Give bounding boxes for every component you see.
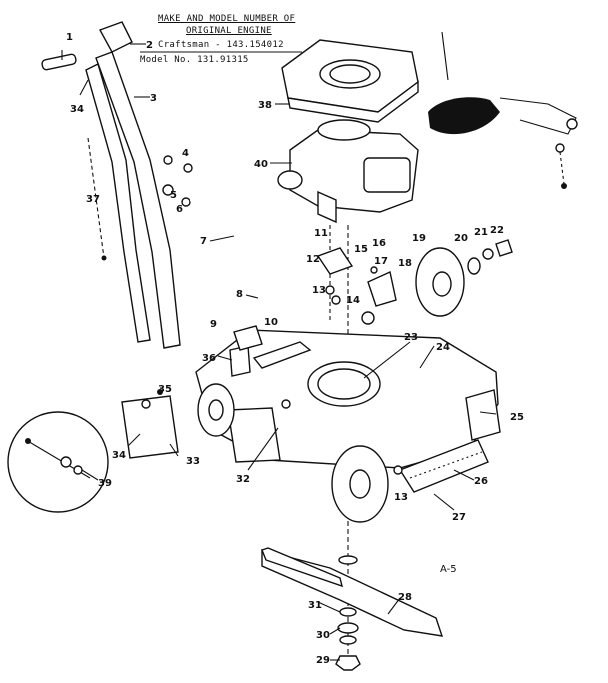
air-filter [277,170,303,190]
carburetor [317,190,337,224]
callout-24: 24 [436,342,450,353]
bolt-4b [183,163,193,173]
detail-inset-circle [7,411,109,513]
rod-37 [87,137,105,259]
callout-22: 22 [490,225,504,236]
fuel-tank [363,157,411,193]
nut-6 [181,197,191,207]
callout-30: 30 [316,630,330,641]
callout-27: 27 [452,512,466,523]
header-model-line: Model No. 131.91315 [140,55,249,65]
callout-21: 21 [474,227,488,238]
front-shield [121,395,179,459]
callout-8: 8 [236,289,243,300]
callout-38: 38 [258,100,272,111]
callout-40: 40 [254,159,268,170]
diagram-code: A-5 [440,564,457,575]
deflector-linkage [499,97,577,135]
hub-cap [467,257,481,275]
upper-handle [95,51,181,349]
callout-19: 19 [412,233,426,244]
mower-deck [195,325,501,523]
callout-15: 15 [354,244,368,255]
deck-bracket-10 [233,325,263,351]
grass-catcher-assembly [428,31,578,189]
wheel-bolt [482,248,494,260]
engine-shroud [281,39,419,123]
callout-9: 9 [210,319,217,330]
wheel-adjuster-plate [367,271,397,307]
callout-34-lower: 34 [112,450,126,461]
callout-10: 10 [264,317,278,328]
lower-handle-rail [85,62,151,343]
leader-lines [61,43,497,661]
callout-13-lower: 13 [394,492,408,503]
right-wheel-assembly [415,239,513,317]
header-title-line2: ORIGINAL ENGINE [186,26,272,36]
control-rod-outline [189,199,263,299]
callout-26: 26 [474,476,488,487]
handle-clip [98,21,133,53]
callout-16: 16 [372,238,386,249]
blade-bolt [335,655,361,671]
shroud-side [287,80,419,123]
knob-5 [162,184,174,196]
callout-35: 35 [158,384,172,395]
header-engine-line: Craftsman - 143.154012 [158,40,284,50]
callout-6: 6 [176,204,183,215]
discharge-chute [465,389,501,441]
callout-25: 25 [510,412,524,423]
callout-37: 37 [86,194,100,205]
callout-3: 3 [150,93,157,104]
adjuster-spring [361,311,375,325]
rear-deflector-guard [227,407,281,463]
callout-2: 2 [146,40,153,51]
callout-7: 7 [200,236,207,247]
callout-11: 11 [314,228,328,239]
callout-14: 14 [346,295,360,306]
handle-grip [41,53,77,71]
callout-20: 20 [454,233,468,244]
callout-5: 5 [170,190,177,201]
callout-39: 39 [98,478,112,489]
callout-33: 33 [186,456,200,467]
callout-1: 1 [66,32,73,43]
callout-4: 4 [182,148,189,159]
bag-support-rod [441,31,449,81]
engine-flywheel [317,119,371,141]
callout-18: 18 [398,258,412,269]
callout-36: 36 [202,353,216,364]
deck-label-plate [252,341,312,369]
callout-29: 29 [316,655,330,666]
callout-31: 31 [308,600,322,611]
callout-numbers: 1 2 3 4 5 6 7 8 9 10 11 12 13 14 15 16 1… [66,32,524,666]
handle-assembly [41,21,264,349]
grass-bag [428,97,500,135]
callout-13: 13 [312,285,326,296]
callout-12: 12 [306,254,320,265]
height-adjuster-bracket [316,247,354,275]
bolt-4a [163,155,173,165]
callout-17: 17 [374,256,388,267]
callout-32: 32 [236,474,250,485]
callout-34-upper: 34 [70,104,84,115]
wheel-cover [495,239,513,257]
callout-23: 23 [404,332,418,343]
callout-28: 28 [398,592,412,603]
engine [277,119,419,224]
blade-washer [338,555,358,565]
header-title-line1: MAKE AND MODEL NUMBER OF [158,14,296,24]
blade-adapter [337,622,359,634]
